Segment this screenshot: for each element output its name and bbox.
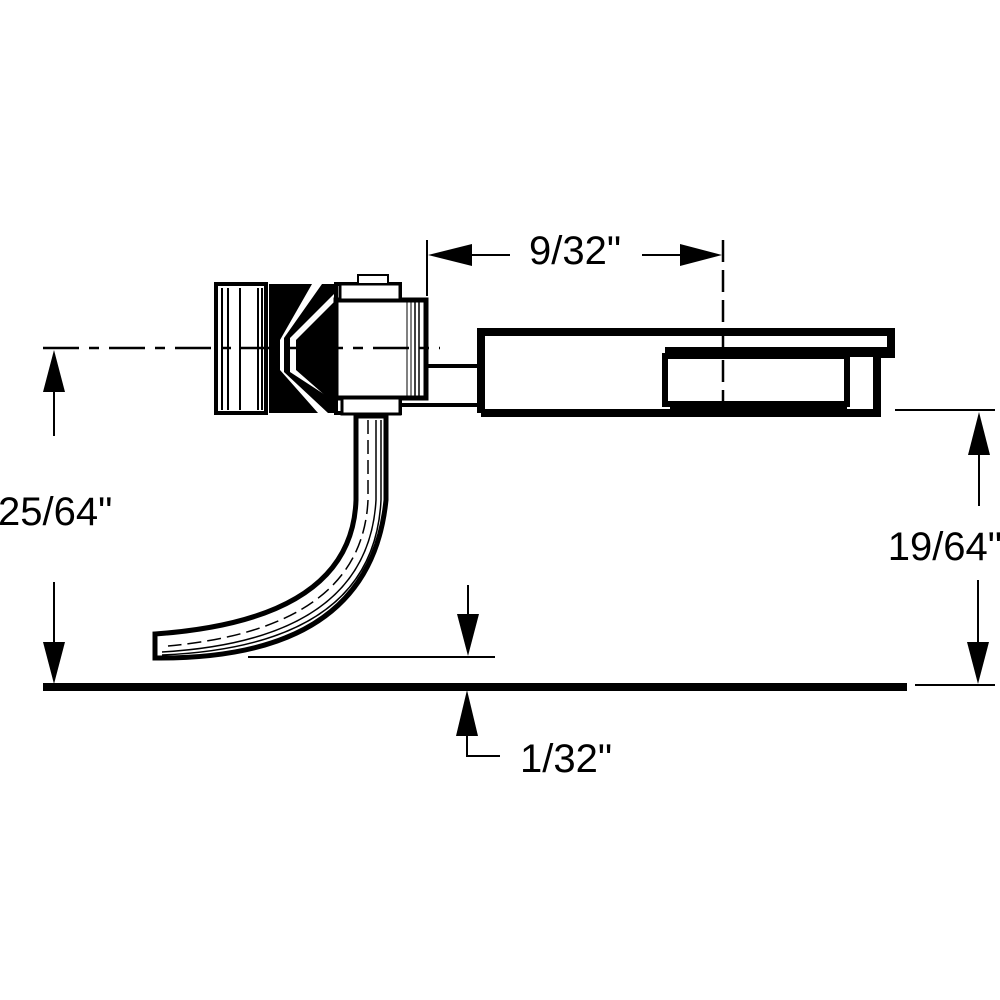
trip-pin bbox=[152, 413, 389, 661]
dimension-trip-pin-clearance: 1/32" bbox=[248, 585, 612, 781]
dimension-centerline-height: 25/64" bbox=[0, 350, 112, 684]
dimension-label-box-bottom-height: 19/64" bbox=[888, 525, 1000, 569]
coupler-shank bbox=[400, 364, 481, 407]
dimension-label-mount-offset: 9/32" bbox=[529, 229, 621, 273]
draft-gear-box bbox=[477, 328, 895, 417]
coupler-knuckle-head bbox=[214, 274, 429, 416]
dimension-label-trip-pin-clearance: 1/32" bbox=[520, 737, 612, 781]
dimension-label-centerline-height: 25/64" bbox=[0, 490, 112, 534]
dimension-mount-offset: 9/32" bbox=[426, 229, 725, 412]
dimension-box-bottom-height: 19/64" bbox=[888, 409, 1000, 686]
